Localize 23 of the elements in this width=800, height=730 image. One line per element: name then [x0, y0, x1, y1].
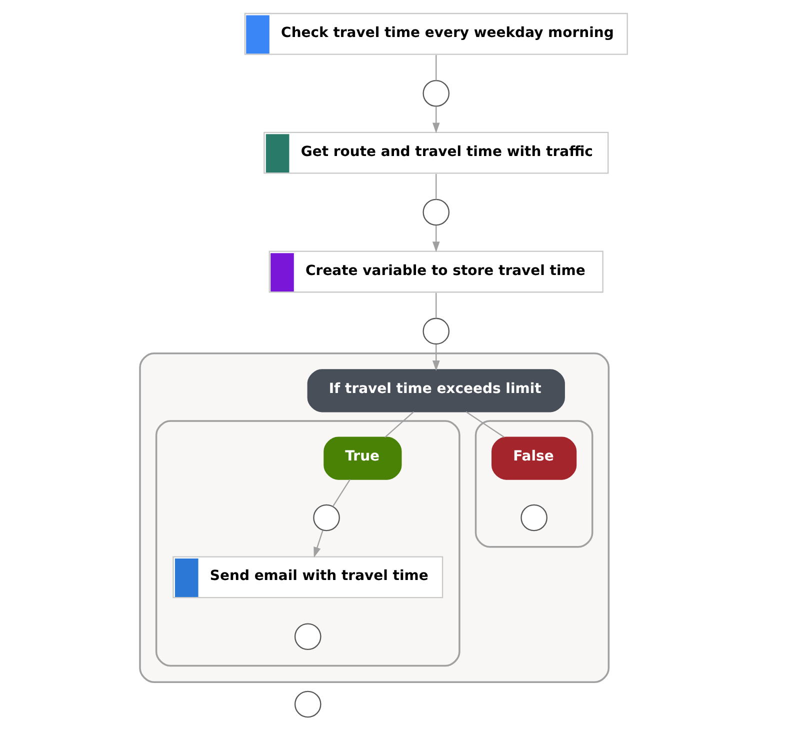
connector [435, 55, 436, 80]
node-circle [294, 623, 321, 650]
cluster [474, 420, 593, 548]
cluster [154, 420, 460, 667]
cluster [138, 352, 610, 683]
connector [465, 411, 504, 438]
node-box: True [323, 436, 402, 480]
arrow [313, 530, 323, 558]
connector [435, 174, 436, 200]
arrow [432, 226, 440, 252]
node-box: False [491, 436, 576, 480]
connector [435, 292, 436, 318]
node-circle [520, 504, 547, 532]
node-circle [422, 80, 450, 107]
node-circle [294, 690, 321, 718]
arrow [432, 344, 440, 372]
node-circle [422, 198, 450, 226]
node-circle [422, 318, 450, 345]
connector [384, 411, 414, 438]
connector [332, 479, 350, 507]
node-box: If travel time exceeds limit [306, 369, 564, 412]
arrow [432, 106, 440, 134]
node-circle [312, 504, 340, 532]
